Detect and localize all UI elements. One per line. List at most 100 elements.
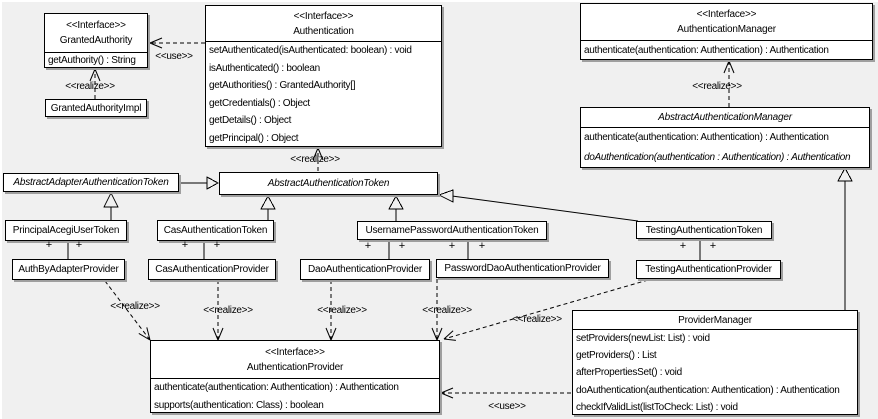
edge-realize-granted-authority-impl[interactable] — [89, 68, 101, 99]
edge-generalization-principal-token-to-adapter-token[interactable] — [103, 191, 119, 220]
class-authentication-manager[interactable]: <<Interface>> AuthenticationManager auth… — [580, 3, 873, 60]
association-end-plus: + — [679, 240, 687, 252]
association-end-plus: + — [709, 240, 717, 252]
class-name: GrantedAuthorityImpl — [50, 102, 142, 114]
method: supports(authentication: Class) : boolea… — [154, 399, 324, 411]
stereotype: <<Interface>> — [293, 10, 354, 22]
edge-generalization-provider-manager-to-abstract-auth-manager[interactable] — [837, 166, 853, 310]
method: getAuthority() : String — [48, 55, 136, 66]
edge-realize-passworddao-provider[interactable] — [431, 279, 443, 341]
method: getDetails() : Object — [209, 115, 292, 126]
edge-realize-abstract-auth-manager-to-auth-manager[interactable] — [723, 60, 735, 107]
class-name: AuthByAdapterProvider — [18, 264, 119, 275]
method: doAuthentication(authentication : Authen… — [584, 152, 851, 163]
class-name: AbstractAuthenticationToken — [267, 178, 390, 189]
realize-label: <<realize>> — [65, 81, 115, 92]
realize-label: <<realize>> — [110, 301, 160, 312]
class-name: PrincipalAcegiUserToken — [12, 225, 120, 236]
class-name: CasAuthenticationProvider — [155, 264, 269, 275]
class-authentication[interactable]: <<Interface>> Authentication setAuthenti… — [205, 5, 442, 147]
class-testing-authentication-token[interactable]: TestingAuthenticationToken — [636, 221, 772, 239]
class-authentication-provider[interactable]: <<Interface>> AuthenticationProvider aut… — [150, 340, 440, 413]
class-granted-authority[interactable]: <<Interface>> GrantedAuthority getAuthor… — [44, 13, 148, 68]
class-name: AbstractAdapterAuthenticationToken — [13, 177, 169, 188]
class-header: <<Interface>> AuthenticationProvider — [151, 341, 439, 379]
class-name: UsernamePasswordAuthenticationToken — [365, 225, 539, 236]
method: setAuthenticated(isAuthenticated: boolea… — [209, 45, 412, 56]
edge-realize-testing-provider[interactable] — [443, 279, 649, 341]
method: afterPropertiesSet() : void — [576, 367, 682, 379]
class-abstract-adapter-authentication-token[interactable]: AbstractAdapterAuthenticationToken — [3, 173, 179, 192]
class-abstract-authentication-manager[interactable]: AbstractAuthenticationManager authentica… — [580, 107, 870, 168]
method: authenticate(authentication: Authenticat… — [584, 132, 829, 143]
use-label: <<use>> — [155, 51, 193, 62]
association-end-plus: + — [213, 239, 221, 251]
class-name: Authentication — [293, 25, 354, 37]
class-auth-by-adapter-provider[interactable]: AuthByAdapterProvider — [12, 259, 125, 280]
class-name: DaoAuthenticationProvider — [308, 264, 422, 275]
association-end-plus: + — [181, 239, 189, 251]
stereotype: <<Interface>> — [265, 346, 325, 358]
use-label: <<use>> — [488, 401, 526, 412]
edge-realize-cas-provider[interactable] — [212, 280, 224, 341]
edge-realize-dao-provider[interactable] — [325, 280, 337, 341]
edge-generalization-testing-token-to-abstract-token[interactable] — [437, 189, 639, 222]
class-name: ProviderManager — [678, 314, 752, 326]
class-dao-authentication-provider[interactable]: DaoAuthenticationProvider — [300, 259, 430, 280]
realize-label: <<realize>> — [317, 305, 367, 316]
method: getCredentials() : Object — [209, 97, 310, 109]
class-header: AbstractAuthenticationManager — [581, 108, 869, 128]
edge-generalization-cas-token-to-abstract-token[interactable] — [260, 194, 276, 220]
class-name: AuthenticationProvider — [246, 361, 344, 373]
association-end-plus: + — [398, 240, 406, 252]
association-end-plus: + — [364, 240, 372, 252]
class-name: AuthenticationManager — [677, 24, 776, 35]
class-name: AbstractAuthenticationManager — [658, 112, 792, 123]
association-end-plus: + — [45, 239, 53, 251]
edge-generalization-userpass-token-to-abstract-token[interactable] — [388, 194, 404, 221]
class-name: CasAuthenticationToken — [163, 225, 268, 236]
realize-label: <<realize>> — [422, 305, 472, 316]
method: isAuthenticated() : boolean — [209, 62, 320, 74]
class-cas-authentication-token[interactable]: CasAuthenticationToken — [157, 220, 274, 241]
class-testing-authentication-provider[interactable]: TestingAuthenticationProvider — [636, 260, 781, 279]
method: authenticate(authentication: Authenticat… — [584, 45, 829, 56]
panel-bevel-left — [0, 0, 2, 419]
association-end-plus: + — [448, 240, 456, 252]
class-provider-manager[interactable]: ProviderManager setProviders(newList: Li… — [572, 310, 858, 415]
class-granted-authority-impl[interactable]: GrantedAuthorityImpl — [45, 99, 147, 117]
class-abstract-authentication-token[interactable]: AbstractAuthenticationToken — [219, 172, 438, 195]
association-end-plus: + — [75, 239, 83, 251]
class-name: TestingAuthenticationToken — [645, 224, 763, 236]
realize-label: <<realize>> — [512, 314, 562, 325]
stereotype: <<Interface>> — [696, 9, 757, 20]
realize-label: <<realize>> — [290, 154, 340, 165]
panel-bevel-top — [0, 0, 878, 2]
method: setProviders(newList: List) : void — [576, 333, 710, 344]
edge-realize-abstract-token-to-authentication[interactable] — [312, 147, 324, 171]
class-header: <<Interface>> Authentication — [206, 6, 441, 42]
method: getAuthorities() : GrantedAuthority[] — [209, 80, 356, 91]
method: getProviders() : List — [576, 350, 657, 362]
method: getPrincipal() : Object — [209, 132, 299, 144]
class-principal-acegi-user-token[interactable]: PrincipalAcegiUserToken — [5, 220, 127, 241]
edge-realize-authbyadapter-provider[interactable] — [104, 280, 151, 341]
class-name: GrantedAuthority — [59, 35, 133, 46]
class-cas-authentication-provider[interactable]: CasAuthenticationProvider — [148, 259, 276, 280]
method: doAuthentication(authentication: Authent… — [576, 384, 840, 396]
class-header: <<Interface>> AuthenticationManager — [581, 4, 872, 41]
edge-use-provider-manager-to-authentication-provider[interactable] — [440, 387, 571, 399]
class-header: <<Interface>> GrantedAuthority — [45, 14, 147, 53]
class-name: TestingAuthenticationProvider — [645, 264, 772, 275]
class-name: PasswordDaoAuthenticationProvider — [444, 263, 601, 274]
edge-use-authentication-to-granted-authority[interactable] — [149, 37, 205, 49]
stereotype: <<Interface>> — [66, 20, 126, 31]
class-password-dao-authentication-provider[interactable]: PasswordDaoAuthenticationProvider — [436, 259, 609, 278]
realize-label: <<realize>> — [203, 305, 253, 316]
class-username-password-authentication-token[interactable]: UsernamePasswordAuthenticationToken — [357, 221, 547, 240]
edge-generalization-adapter-token-to-abstract-token[interactable] — [179, 176, 220, 190]
class-header: ProviderManager — [573, 311, 857, 330]
method: checkIfValidList(listToCheck: List) : vo… — [576, 401, 738, 413]
